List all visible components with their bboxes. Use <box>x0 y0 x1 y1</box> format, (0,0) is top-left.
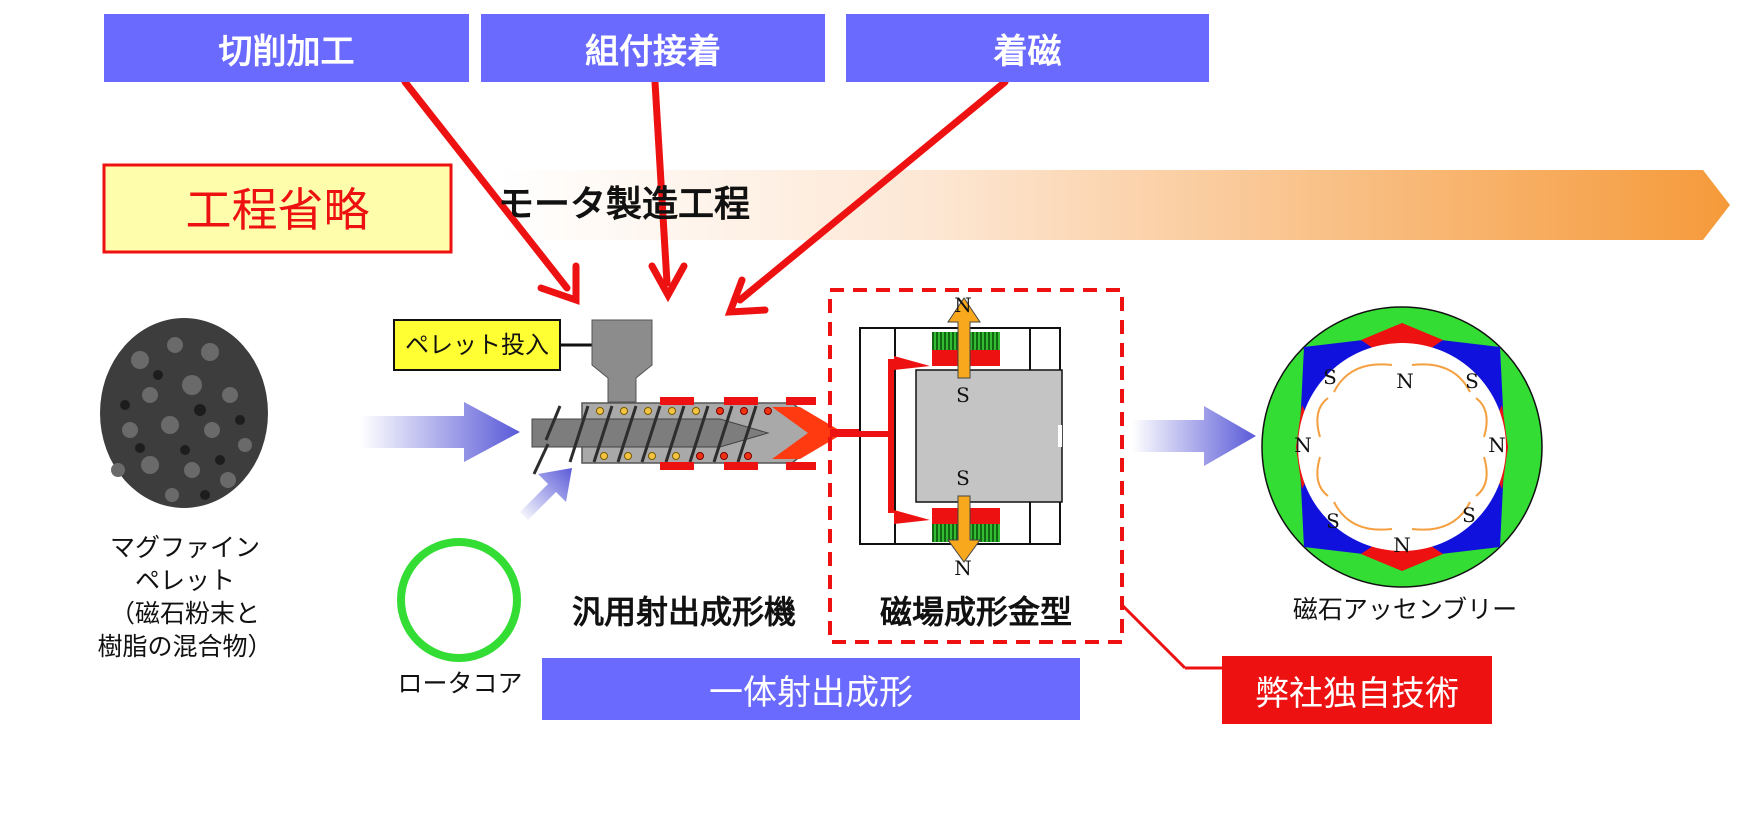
melt-tip <box>772 407 844 459</box>
field-arrow-top <box>947 297 981 379</box>
heater-bands <box>660 397 816 470</box>
flux-lines <box>1316 363 1488 531</box>
mold-highlight-frame <box>828 288 1124 644</box>
assembly-pole-n-left: N <box>1294 433 1312 457</box>
omission-arrows <box>401 78 1009 316</box>
mold-pole-s-bottom: S <box>956 466 970 490</box>
arrow-assembly <box>651 78 671 287</box>
material-line-1: マグファイン <box>109 533 260 562</box>
rotor-core-label: ロータコア <box>397 669 523 698</box>
material-line-4: 樹脂の混合物） <box>97 632 273 661</box>
gate-bottom <box>894 510 930 524</box>
mold-label: 磁場成形金型 <box>879 593 1072 631</box>
assembly-pole-s-bottom-right: S <box>1462 503 1476 527</box>
runner <box>856 431 892 437</box>
motor-process-label: モータ製造工程 <box>498 184 751 225</box>
arrow-magnetizing <box>736 78 1009 304</box>
assembly-pole-n-top: N <box>1396 369 1414 393</box>
omission-label: 工程省略 <box>185 183 370 237</box>
gate-top <box>894 356 930 370</box>
flow-arrow-core <box>520 468 572 520</box>
assembly-pole-n-right: N <box>1488 433 1506 457</box>
assembly-pole-s-top-right: S <box>1465 369 1479 393</box>
injection-molding-machine <box>531 319 892 475</box>
pellet-input-label: ペレット投入 <box>405 331 549 359</box>
process-cutting: 切削加工 <box>104 14 469 82</box>
mold-core <box>915 369 1063 503</box>
integrated-molding-box: 一体射出成形 <box>542 658 1080 720</box>
mold <box>856 297 1063 563</box>
process-magnetizing: 着磁 <box>846 14 1209 82</box>
pellet-input-callout-bg <box>393 319 561 371</box>
mold-pole-s-top: S <box>956 383 970 407</box>
process-assembly: 組付接着 <box>481 14 825 82</box>
flow-arrow-in <box>360 402 520 462</box>
assembly-pole-n-bottom: N <box>1393 533 1411 557</box>
rotor-core <box>397 538 521 662</box>
mold-pole-n-top: N <box>954 293 972 317</box>
arrowhead-magnetizing <box>724 276 769 316</box>
flow-arrow-out <box>1132 406 1256 466</box>
proprietary-leader <box>1120 603 1187 670</box>
material-line-2: ペレット <box>134 566 235 595</box>
material-line-3: （磁石粉末と <box>109 599 260 628</box>
omission-box <box>102 163 453 254</box>
arrowhead-cutting <box>537 262 580 305</box>
field-arrow-bottom <box>947 495 981 563</box>
motor-process-arrow <box>500 170 1730 240</box>
hopper <box>591 319 653 403</box>
pellet-granules <box>596 407 700 460</box>
mold-pole-n-bottom: N <box>954 556 972 580</box>
assembly-pole-s-bottom-left: S <box>1326 509 1340 533</box>
screw-flights <box>532 405 758 475</box>
assembly-pole-s-top-left: S <box>1323 365 1337 389</box>
machine-label: 汎用射出成形機 <box>571 593 796 631</box>
arrowhead-assembly <box>648 262 688 303</box>
arrow-cutting <box>401 78 571 292</box>
proprietary-tech-box: 弊社独自技術 <box>1222 656 1492 724</box>
pellet-photo <box>100 318 268 508</box>
magnet-assembly <box>1261 306 1543 588</box>
magnet-assembly-label: 磁石アッセンブリー <box>1292 595 1518 624</box>
melt-granules <box>696 407 772 460</box>
